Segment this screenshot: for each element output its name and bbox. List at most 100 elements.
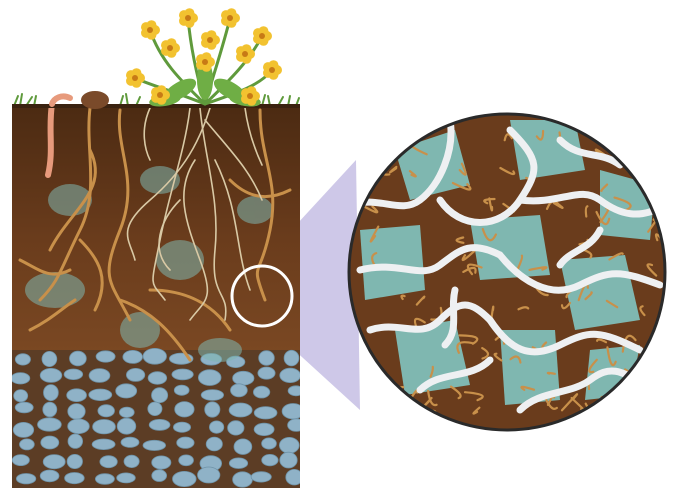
pebble xyxy=(100,456,117,468)
pebble xyxy=(284,350,299,366)
pebble xyxy=(121,437,139,447)
pebble xyxy=(68,434,83,448)
pebble xyxy=(89,369,110,383)
pebble xyxy=(67,389,87,402)
flower xyxy=(126,68,145,88)
flower xyxy=(161,38,180,58)
pebble xyxy=(98,405,115,417)
pebble xyxy=(43,402,57,417)
magnified-inset xyxy=(349,114,669,430)
pebble xyxy=(233,371,254,385)
pebble xyxy=(288,419,305,432)
pebble xyxy=(16,474,35,484)
pebble xyxy=(254,407,277,419)
earthworm-head xyxy=(52,96,70,104)
pebble xyxy=(68,419,90,434)
pebble xyxy=(173,471,197,486)
pebble xyxy=(14,390,28,402)
pebble xyxy=(251,472,271,482)
pebble xyxy=(20,439,35,450)
pebble xyxy=(198,370,221,386)
flower xyxy=(263,60,282,80)
pebble xyxy=(64,369,83,380)
pebble xyxy=(12,455,29,466)
pebble xyxy=(15,354,30,365)
pebble xyxy=(13,422,33,437)
pebble xyxy=(40,368,62,382)
pebble xyxy=(259,351,275,366)
pebble xyxy=(149,419,170,430)
pebble xyxy=(253,386,269,398)
flower xyxy=(253,26,272,46)
pebble xyxy=(175,402,194,417)
earthworm-icon xyxy=(48,104,52,175)
pebble xyxy=(11,373,30,384)
pebble xyxy=(116,384,137,398)
pebble xyxy=(205,402,220,417)
pebble xyxy=(15,402,33,413)
pebble xyxy=(280,452,297,468)
pebble xyxy=(40,470,59,482)
pebble xyxy=(234,439,252,455)
pebble xyxy=(89,389,112,401)
pebble xyxy=(286,469,303,485)
pebble xyxy=(280,368,301,382)
pebble xyxy=(233,472,253,487)
pebble xyxy=(262,438,277,449)
pebble xyxy=(198,467,220,483)
pebble xyxy=(282,404,304,419)
pebble xyxy=(254,423,274,435)
pebble xyxy=(148,372,167,385)
flower xyxy=(221,8,240,28)
flower xyxy=(196,52,215,72)
pebble xyxy=(228,421,244,435)
flower xyxy=(141,20,160,40)
pebble xyxy=(229,403,252,417)
pebble xyxy=(68,404,85,420)
pebble xyxy=(201,390,223,401)
pebble xyxy=(65,473,85,484)
pebble xyxy=(177,437,194,448)
pebble xyxy=(258,367,275,379)
pebble xyxy=(152,470,167,482)
pebble xyxy=(117,473,136,483)
flower xyxy=(179,8,198,28)
pebble xyxy=(152,388,168,403)
pebble xyxy=(126,368,144,381)
flower xyxy=(236,44,255,64)
flowering-plant-icon xyxy=(126,8,282,108)
pebble xyxy=(174,385,189,395)
soil-clod-icon xyxy=(81,91,109,109)
pebble xyxy=(148,402,162,416)
pebble xyxy=(92,439,115,450)
pebble xyxy=(231,384,248,397)
pebble xyxy=(38,418,62,431)
pebble xyxy=(96,351,115,362)
pebble xyxy=(279,437,299,453)
pebble xyxy=(288,386,304,396)
pebble xyxy=(44,385,59,401)
pebble xyxy=(42,351,57,366)
flower xyxy=(201,30,220,50)
pebble xyxy=(152,456,171,469)
pebble xyxy=(209,421,223,433)
pebble xyxy=(41,436,59,449)
pebble xyxy=(143,348,166,364)
pebble xyxy=(206,437,222,451)
pebble xyxy=(124,455,139,467)
pebble xyxy=(262,454,278,465)
pebble xyxy=(67,454,82,468)
pebble xyxy=(43,455,65,469)
soil-profile xyxy=(11,104,305,488)
pebble xyxy=(119,407,134,417)
pebble xyxy=(229,458,247,469)
pebble xyxy=(93,420,116,434)
pebble xyxy=(95,474,114,485)
pebble xyxy=(117,418,136,434)
pebble xyxy=(179,455,194,466)
pebble xyxy=(173,422,190,432)
pebble xyxy=(143,440,166,450)
pebble xyxy=(123,350,143,363)
